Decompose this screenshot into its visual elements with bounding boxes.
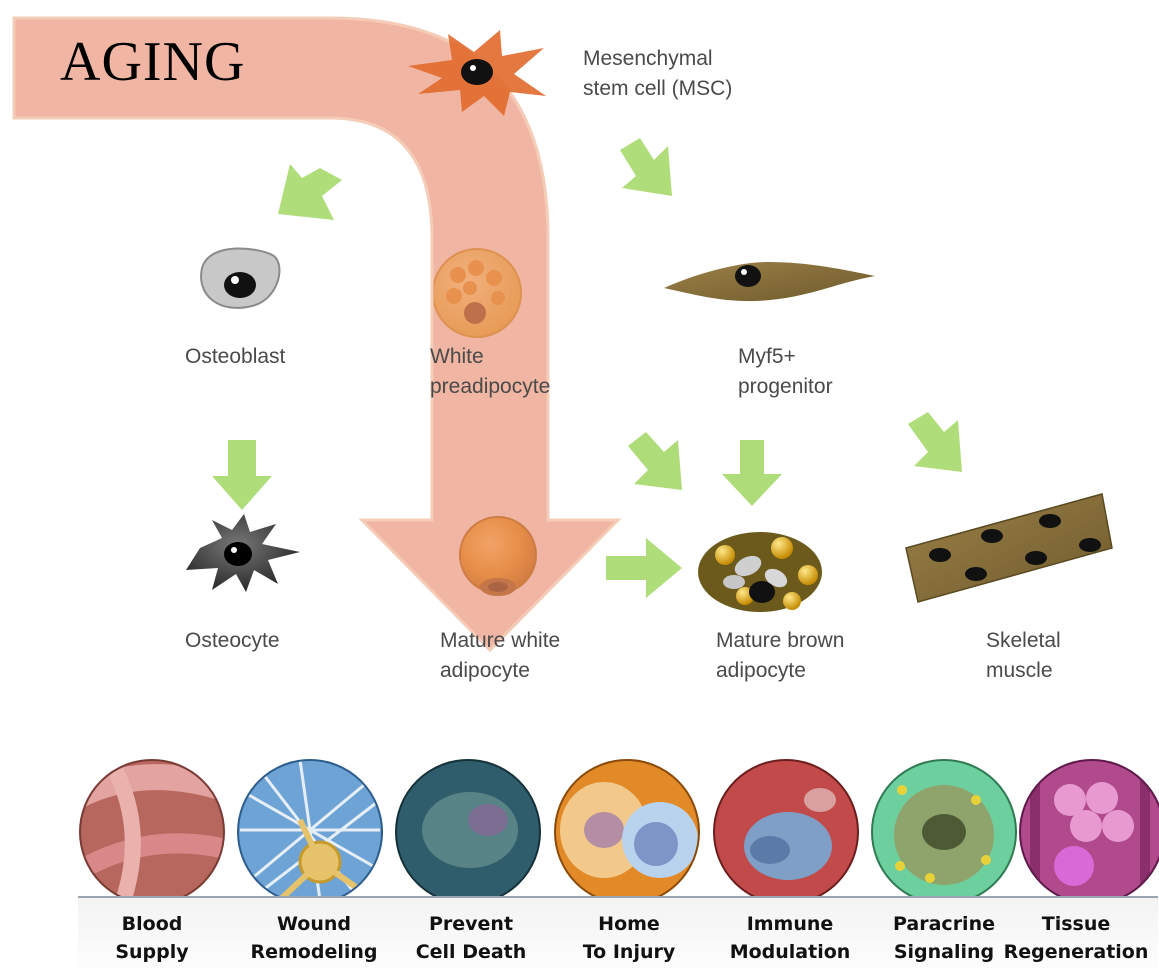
- white-preadipocyte-label: White preadipocyte: [430, 342, 550, 402]
- prevent-cell-death-image: [396, 760, 540, 904]
- skeletal-muscle-tissue: [906, 494, 1112, 602]
- osteoblast-label: Osteoblast: [185, 342, 285, 372]
- osteocyte-cell: [186, 514, 300, 592]
- arrow-myf5-to-brown: [722, 440, 782, 506]
- skeletal-muscle-label: Skeletal muscle: [986, 626, 1061, 686]
- function-label-blood-supply: Blood Supply: [72, 910, 232, 966]
- immune-modulation-image: [714, 760, 858, 904]
- osteoblast-cell: [201, 248, 279, 307]
- function-label-tissue-regeneration: Tissue Regeneration: [996, 910, 1156, 966]
- function-label-prevent-cell-death: Prevent Cell Death: [391, 910, 551, 966]
- mature-brown-adipocyte-cell: [698, 532, 822, 612]
- mature-brown-adipocyte-label: Mature brown adipocyte: [716, 626, 844, 686]
- paracrine-signaling-image: [872, 760, 1016, 904]
- home-to-injury-image: [555, 760, 699, 904]
- aging-arrow: [14, 18, 618, 650]
- function-label-home-to-injury: Home To Injury: [549, 910, 709, 966]
- osteocyte-label: Osteocyte: [185, 626, 280, 656]
- mature-white-adipocyte-label: Mature white adipocyte: [440, 626, 560, 686]
- arrow-osteoblast-to-osteocyte: [212, 440, 272, 510]
- tissue-regeneration-image: [1020, 760, 1159, 904]
- arrow-msc-to-myf5: [620, 138, 672, 196]
- function-images: [70, 760, 1159, 910]
- msc-label: Mesenchymal stem cell (MSC): [583, 44, 732, 104]
- myf5-progenitor-cell: [664, 262, 875, 301]
- arrow-myf5-to-muscle: [908, 412, 962, 472]
- aging-title: AGING: [60, 30, 245, 94]
- function-label-immune-modulation: Immune Modulation: [710, 910, 870, 966]
- wound-remodeling-image: [238, 760, 382, 904]
- arrow-msc-to-osteoblast: [278, 164, 342, 220]
- myf5-progenitor-label: Myf5+ progenitor: [738, 342, 833, 402]
- arrow-white-to-brown: [606, 538, 682, 598]
- arrow-preadipocyte-to-brown: [628, 432, 682, 490]
- blood-supply-image: [70, 760, 230, 910]
- function-label-wound-remodeling: Wound Remodeling: [234, 910, 394, 966]
